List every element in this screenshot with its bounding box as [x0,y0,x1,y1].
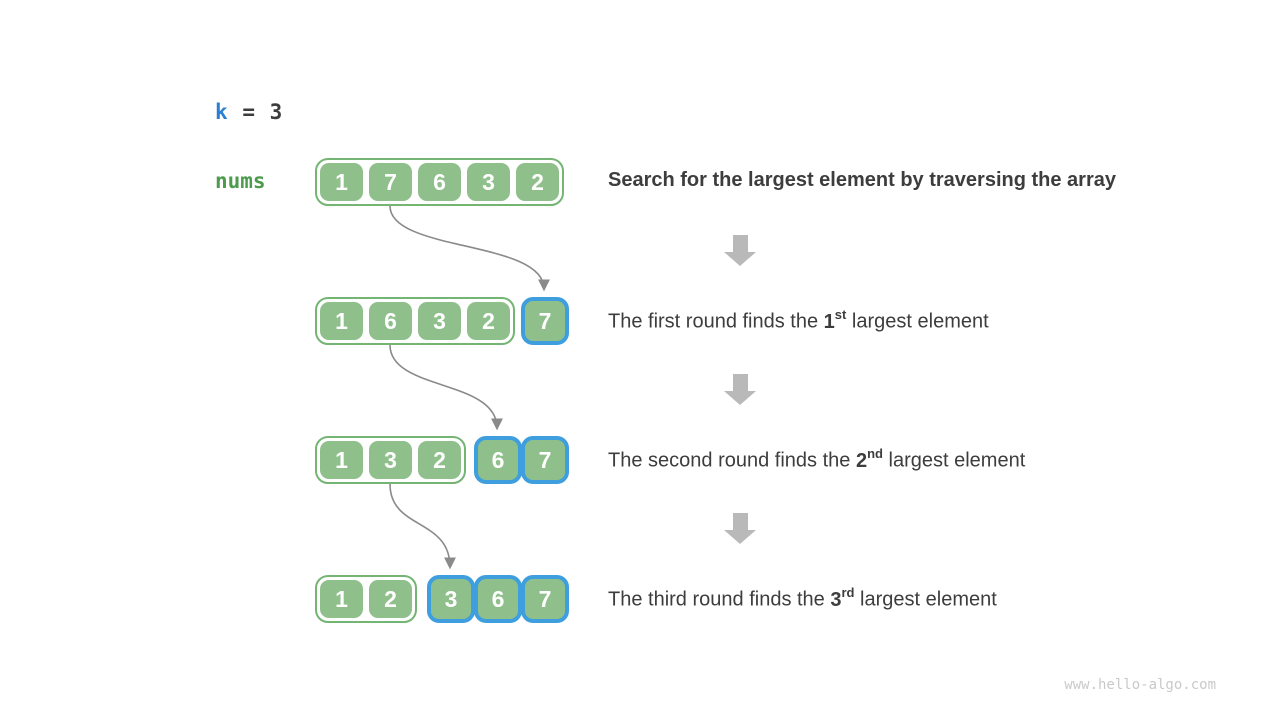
array-cell: 1 [320,163,363,201]
extracted-cell: 7 [521,436,569,484]
extracted-cell: 6 [474,436,522,484]
extracted-cell: 6 [474,575,522,623]
extracted-cell: 7 [521,575,569,623]
array-cell: 6 [418,163,461,201]
array-cell: 3 [418,302,461,340]
extracted-cell: 7 [521,297,569,345]
assignment-operator: = [242,100,256,124]
array-cell: 3 [369,441,412,479]
caption-text: The third round finds the 3rd largest el… [608,585,997,611]
equals-sign [229,100,243,124]
nums-label: nums [215,169,266,193]
array-cell: 2 [369,580,412,618]
k-assignment: k = 3 [215,100,283,124]
down-arrow-icon [724,513,756,544]
down-arrow-icon [724,235,756,266]
array-cell: 1 [320,580,363,618]
caption-text: Search for the largest element by traver… [608,169,1116,191]
caption-text: The second round finds the 2nd largest e… [608,446,1026,472]
array-cell: 2 [467,302,510,340]
down-arrow-icon [724,374,756,405]
watermark: www.hello-algo.com [1064,677,1216,693]
array-cell: 6 [369,302,412,340]
extracted-cell: 3 [427,575,475,623]
array-cell: 3 [467,163,510,201]
array-cell: 1 [320,441,363,479]
caption-text: The first round finds the 1st largest el… [608,307,989,333]
variable-name: k [215,100,229,124]
array-cell: 1 [320,302,363,340]
array-cell: 2 [418,441,461,479]
connector-arrow-1 [389,205,550,292]
variable-value: 3 [269,100,284,124]
connector-arrow-2 [389,344,503,431]
array-cell: 2 [516,163,559,201]
array-cell: 7 [369,163,412,201]
connector-arrow-3 [389,483,456,570]
